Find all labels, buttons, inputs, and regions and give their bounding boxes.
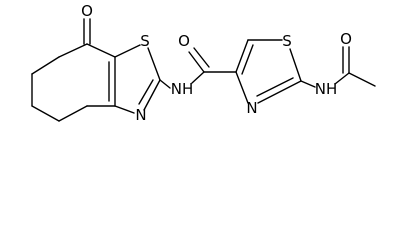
atom-thiazole-sulfur: S — [282, 32, 292, 50]
chemical-structure-diagram: O S N NH O S N NH O — [31, 2, 376, 124]
bond-n3-c2-a — [143, 79, 161, 111]
bond-c7-c6 — [58, 43, 88, 58]
bond-c2-nh — [159, 79, 171, 89]
atom-acetamide-nh: NH — [315, 80, 338, 98]
bond-n3-c2-double-b — [256, 77, 294, 97]
atom-label-layer: O S N NH O S N NH O — [81, 2, 352, 124]
atom-amide-nh: NH — [171, 80, 194, 98]
bond-nh-carbonyl — [191, 71, 205, 84]
bond-c4-n3 — [235, 71, 249, 104]
bond-carbonyl-o-b — [193, 47, 210, 68]
bond-acetyl-methyl — [348, 72, 376, 87]
atom-thiazole-nitrogen: N — [246, 99, 257, 117]
atom-ketone-oxygen: O — [81, 2, 93, 20]
atom-acetyl-oxygen: O — [340, 30, 352, 48]
bond-c2-acetamide-nh — [300, 80, 316, 88]
bond-c6-c5 — [31, 56, 60, 75]
atom-amide-oxygen: O — [178, 32, 190, 50]
bond-n3-c2-b — [138, 79, 154, 105]
bond-c7-c7a — [86, 43, 116, 58]
bond-c3a-n3 — [114, 105, 135, 114]
bond-c7a-s1 — [114, 44, 141, 58]
bond-c3a-c4a — [58, 105, 88, 122]
atom-benzothiazole-nitrogen: N — [135, 106, 146, 124]
bond-carbonyl-o-a — [188, 51, 205, 73]
bond-s1-c2 — [147, 47, 161, 81]
bond-layer — [31, 18, 376, 122]
bond-c4-c3a — [31, 105, 60, 122]
bond-c4-c5-b — [241, 44, 254, 75]
bond-n3-c2-double-a — [257, 80, 302, 104]
bond-s-c2 — [289, 48, 302, 82]
bond-c4-c5-a — [235, 39, 249, 73]
atom-benzothiazole-sulfur: S — [140, 32, 150, 50]
bond-acetamide-nh-co — [334, 72, 350, 85]
